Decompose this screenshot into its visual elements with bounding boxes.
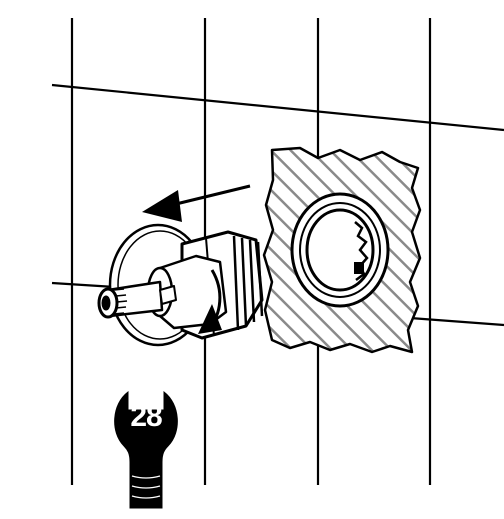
wall-cutout xyxy=(262,146,422,354)
removal-arrow xyxy=(142,184,251,222)
removal-arrow-head xyxy=(142,190,182,222)
tile-joint-horizontal-2 xyxy=(51,281,116,289)
mounting-ring-inner xyxy=(305,208,375,292)
mounting-ring-notch xyxy=(354,262,364,274)
spline-ridges xyxy=(113,288,128,315)
rotation-arrow-head xyxy=(198,304,222,334)
wrench-handle-ridges xyxy=(131,475,161,499)
tile-joint-horizontal-1 xyxy=(51,83,504,132)
stem-spline-center xyxy=(101,295,111,311)
tile-joint-horizontal-3 xyxy=(409,316,504,327)
valve-cartridge xyxy=(97,223,264,347)
stem-clip xyxy=(159,285,177,305)
wrench-body xyxy=(114,390,178,509)
wrench-size-label: 28 xyxy=(130,400,162,433)
wrench-icon: 28 xyxy=(114,390,178,509)
thread-lines xyxy=(232,235,264,331)
